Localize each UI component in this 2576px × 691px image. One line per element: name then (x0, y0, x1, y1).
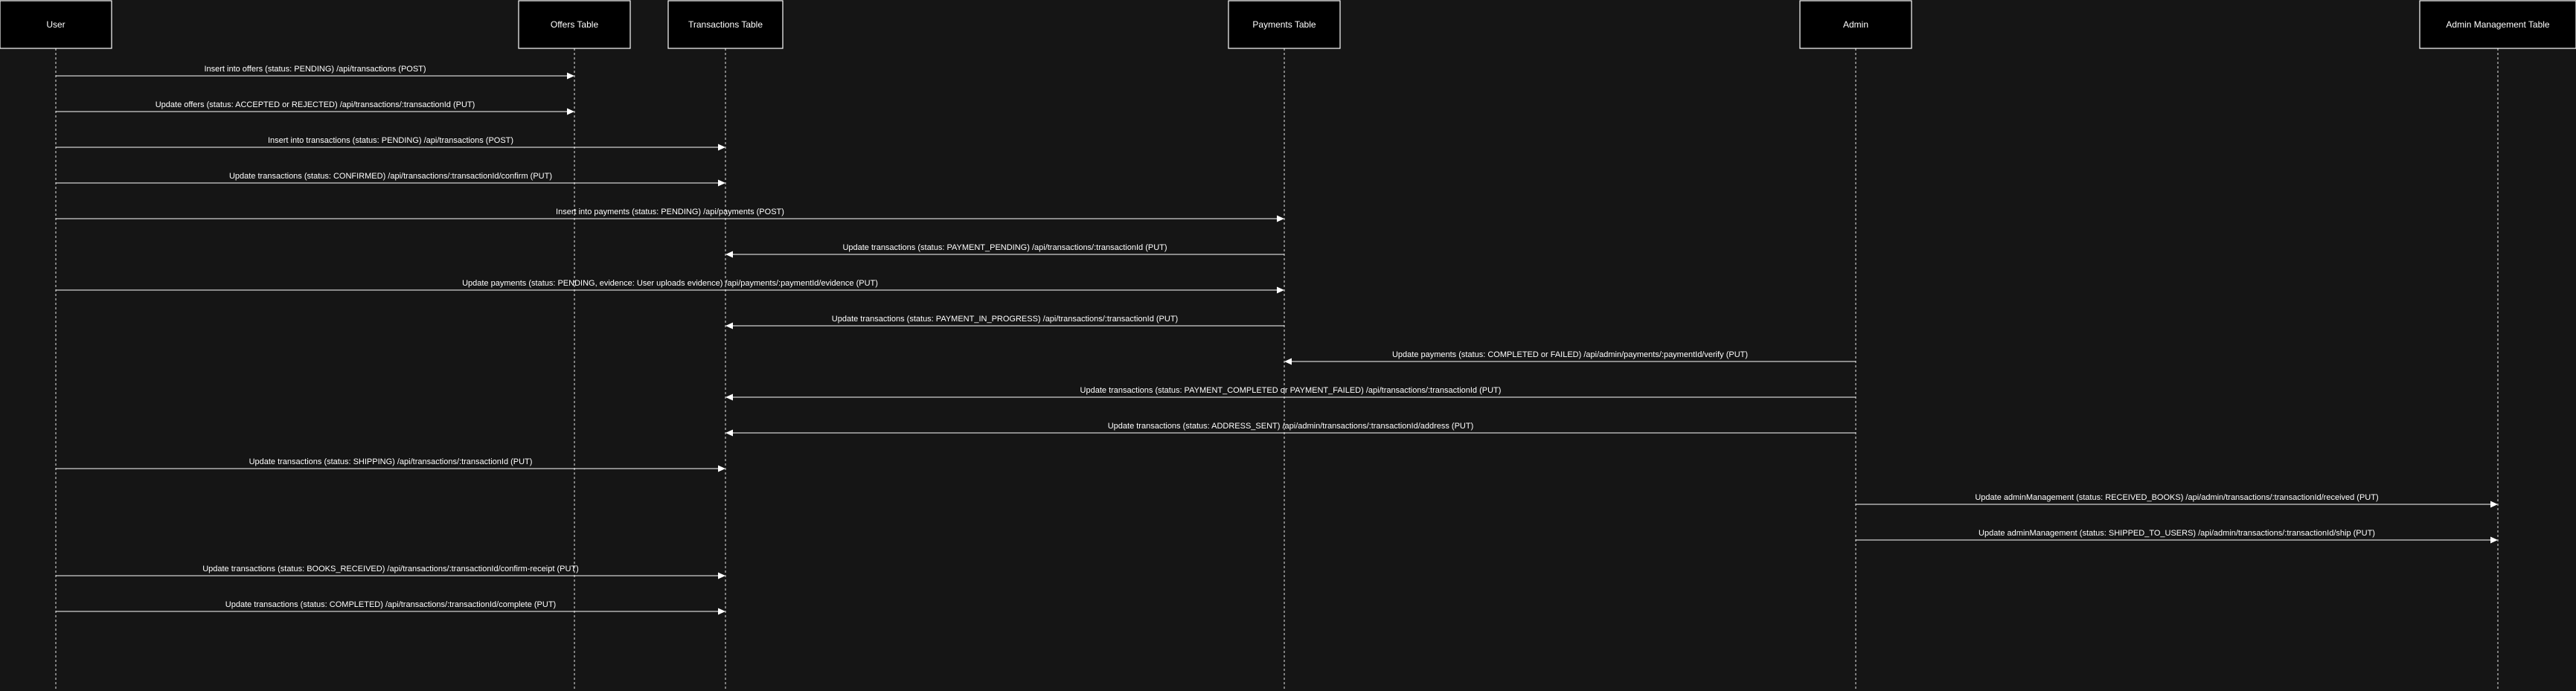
participant-box (2419, 0, 2576, 49)
participant-label: Payments Table (1252, 19, 1316, 30)
message-11: Update transactions (status: ADDRESS_SEN… (725, 422, 1856, 437)
messages: Insert into offers (status: PENDING) /ap… (56, 65, 2498, 615)
message-1: Insert into offers (status: PENDING) /ap… (56, 65, 574, 80)
message-3: Insert into transactions (status: PENDIN… (56, 136, 725, 151)
message-12: Update transactions (status: SHIPPING) /… (56, 457, 725, 472)
message-7: Update payments (status: PENDING, eviden… (56, 279, 1284, 294)
message-label: Update adminManagement (status: SHIPPED_… (1979, 529, 2375, 538)
lifelines (55, 48, 2499, 691)
participant-admin-mgmt: Admin Management Table (2419, 0, 2576, 49)
participant-label: Admin Management Table (2446, 19, 2550, 30)
message-label: Update payments (status: PENDING, eviden… (462, 279, 878, 288)
message-10: Update transactions (status: PAYMENT_COM… (725, 386, 1856, 401)
participant-admin: Admin (1799, 0, 1912, 49)
message-label: Update transactions (status: CONFIRMED) … (229, 172, 552, 181)
message-5: Insert into payments (status: PENDING) /… (56, 208, 1284, 222)
arrowhead-icon (718, 572, 725, 579)
message-8: Update transactions (status: PAYMENT_IN_… (725, 315, 1284, 330)
message-label: Update adminManagement (status: RECEIVED… (1975, 493, 2378, 502)
message-label: Update transactions (status: BOOKS_RECEI… (202, 565, 579, 573)
message-label: Update transactions (status: ADDRESS_SEN… (1108, 422, 1474, 431)
message-label: Update transactions (status: SHIPPING) /… (249, 457, 533, 466)
participant-box (667, 0, 784, 49)
arrowhead-icon (718, 465, 725, 472)
message-label: Update transactions (status: PAYMENT_PEN… (842, 243, 1167, 252)
participant-label: User (46, 19, 65, 30)
participant-box (518, 0, 631, 49)
arrowhead-icon (725, 322, 733, 330)
arrowhead-icon (567, 108, 574, 115)
message-label: Insert into transactions (status: PENDIN… (268, 136, 513, 145)
message-9: Update payments (status: COMPLETED or FA… (1284, 350, 1856, 365)
participant-transactions: Transactions Table (667, 0, 784, 49)
message-15: Update transactions (status: BOOKS_RECEI… (56, 565, 725, 579)
participant-offers: Offers Table (518, 0, 631, 49)
participant-label: Offers Table (551, 19, 599, 30)
message-label: Update transactions (status: PAYMENT_IN_… (832, 315, 1178, 324)
arrowhead-icon (1277, 286, 1284, 294)
arrowhead-icon (725, 429, 733, 437)
participant-box (1228, 0, 1341, 49)
message-4: Update transactions (status: CONFIRMED) … (56, 172, 725, 187)
arrowhead-icon (2490, 501, 2498, 508)
arrowhead-icon (718, 608, 725, 615)
arrowhead-icon (1277, 215, 1284, 222)
message-label: Update offers (status: ACCEPTED or REJEC… (156, 100, 475, 109)
message-label: Update transactions (status: COMPLETED) … (225, 600, 556, 609)
message-label: Insert into offers (status: PENDING) /ap… (204, 65, 426, 74)
arrowhead-icon (718, 179, 725, 187)
arrowhead-icon (725, 251, 733, 258)
message-14: Update adminManagement (status: SHIPPED_… (1856, 529, 2498, 544)
arrowhead-icon (2490, 536, 2498, 544)
message-2: Update offers (status: ACCEPTED or REJEC… (56, 100, 574, 115)
message-label: Insert into payments (status: PENDING) /… (556, 208, 784, 216)
arrowhead-icon (725, 393, 733, 401)
participant-label: Admin (1843, 19, 1868, 30)
message-label: Update payments (status: COMPLETED or FA… (1392, 350, 1748, 359)
participant-label: Transactions Table (688, 19, 763, 30)
arrowhead-icon (567, 72, 574, 80)
arrowhead-icon (1284, 358, 1292, 365)
arrowhead-icon (718, 144, 725, 151)
participant-payments: Payments Table (1228, 0, 1341, 49)
participants: User Offers Table Transactions Table Paymen… (0, 0, 2576, 49)
message-16: Update transactions (status: COMPLETED) … (56, 600, 725, 615)
participant-box (0, 0, 112, 49)
message-label: Update transactions (status: PAYMENT_COM… (1080, 386, 1502, 395)
participant-user: User (0, 0, 112, 49)
message-6: Update transactions (status: PAYMENT_PEN… (725, 243, 1284, 258)
participant-box (1799, 0, 1912, 49)
message-13: Update adminManagement (status: RECEIVED… (1856, 493, 2498, 508)
